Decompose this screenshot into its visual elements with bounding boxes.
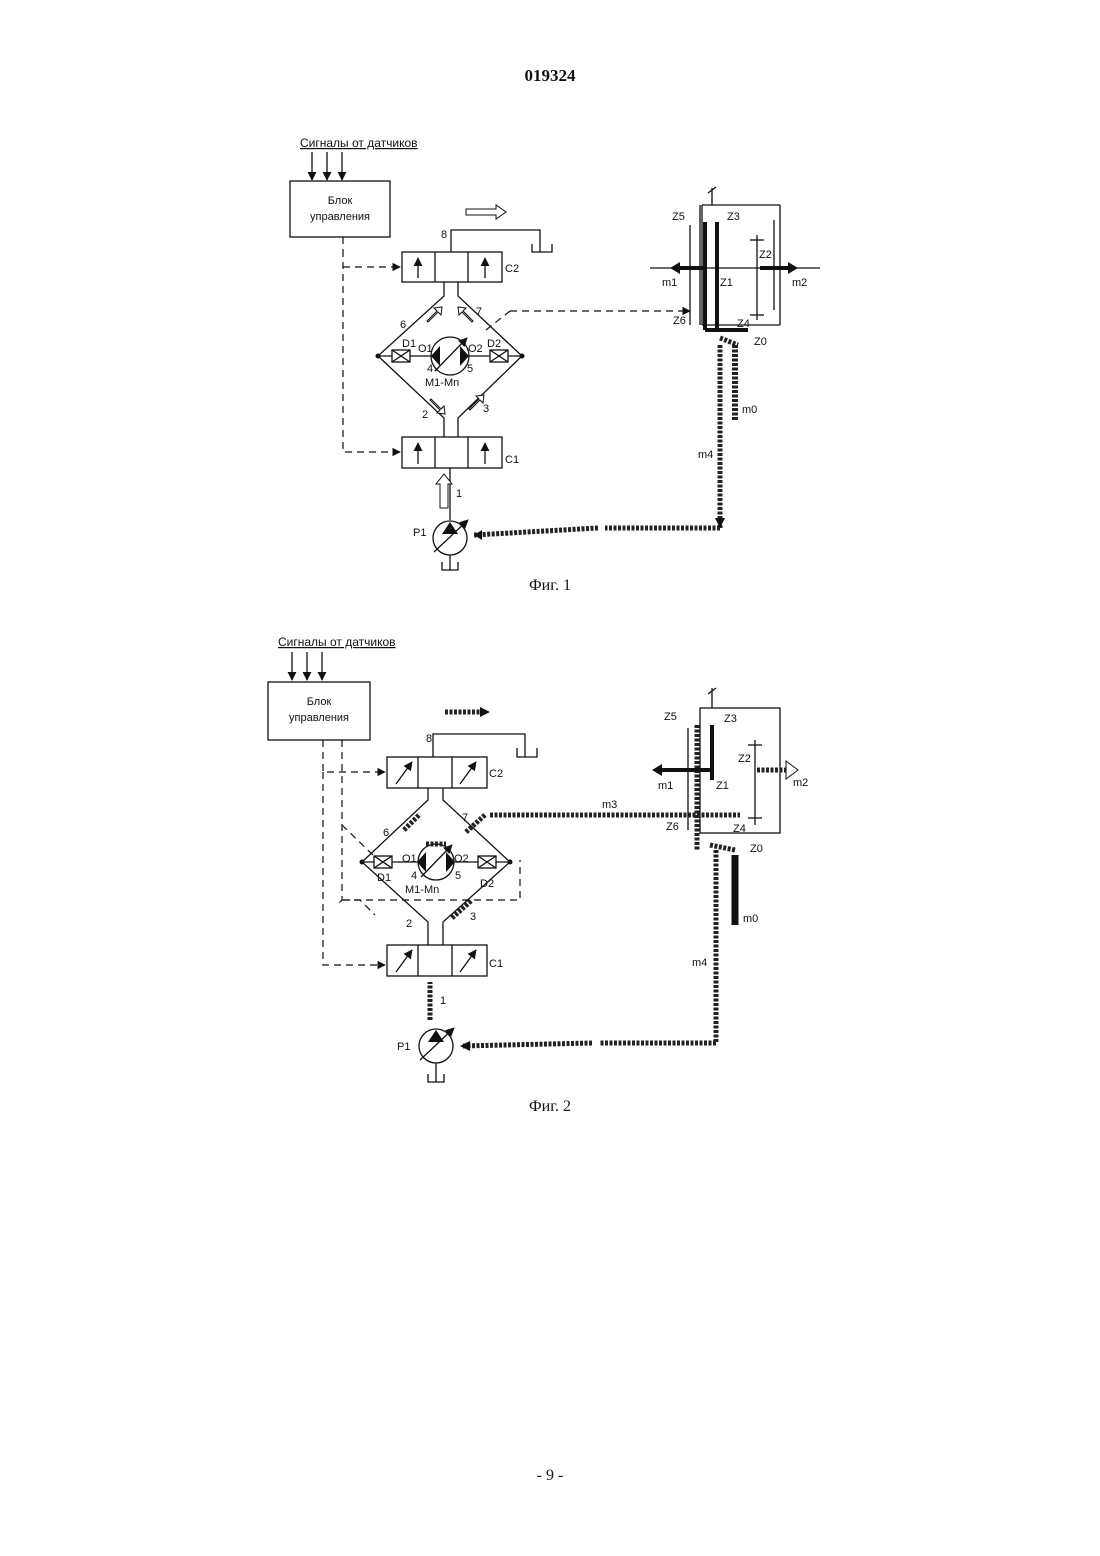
m4-label: m4 [698,449,713,461]
valve-c1-2 [387,945,487,976]
figure-1-diagram: Сигналы от датчиков Блок управления C2 8… [0,0,1100,600]
figure-1-caption: Фиг. 1 [0,577,1100,595]
valve-c1 [402,437,502,468]
d2-label: D2 [487,338,501,350]
line-2-label-2: 2 [406,918,412,930]
m0-label: m0 [742,404,757,416]
line-6-label: 6 [400,319,406,331]
m2-label: m2 [792,277,807,289]
line-1-label-2: 1 [440,995,446,1007]
o2-label: O2 [468,343,483,355]
z2-label-2: Z2 [738,753,751,765]
valve-c2-label: C2 [505,263,519,275]
o1-label-2: O1 [402,853,417,865]
z4-label: Z4 [737,318,750,330]
d1-label-2: D1 [377,872,391,884]
m1-label: m1 [662,277,677,289]
valve-c2-label-2: C2 [489,768,503,780]
line-6-label-2: 6 [383,827,389,839]
z4-label-2: Z4 [733,823,746,835]
z6-label: Z6 [673,315,686,327]
valve-c1-label-2: C1 [489,958,503,970]
page-number: - 9 - [0,1467,1100,1485]
valve-c2-2 [387,757,487,788]
m2-label-2: m2 [793,777,808,789]
pump-p1-label: P1 [413,527,426,539]
line-7-label-2: 7 [462,812,468,824]
figure-2-caption: Фиг. 2 [0,1098,1100,1116]
port-8-label: 8 [441,229,447,241]
figure-2-diagram: Сигналы от датчиков Блок управления C2 8… [0,600,1100,1120]
z5-label-2: Z5 [664,711,677,723]
line-7-label: 7 [476,306,482,318]
m1-label-2: m1 [658,780,673,792]
m4-label-2: m4 [692,957,707,969]
z0-label: Z0 [754,336,767,348]
pump-p1-label-2: P1 [397,1041,410,1053]
valve-c2 [402,252,502,282]
d2-label-2: D2 [480,878,494,890]
motor-label-2: M1-Mn [405,884,439,896]
m3-label: m3 [602,799,617,811]
z2-label: Z2 [759,249,772,261]
motor-label: M1-Mn [425,377,459,389]
port-8-label-2: 8 [426,733,432,745]
control-unit-label-line2-2: управления [289,712,349,724]
o2-label-2: O2 [454,853,469,865]
z1-label-2: Z1 [716,780,729,792]
m0-label-2: m0 [743,913,758,925]
control-unit-label-line2: управления [310,211,370,223]
line-4-label: 4 [427,363,433,375]
z1-label: Z1 [720,277,733,289]
line-5-label: 5 [467,363,473,375]
control-unit-label-line1: Блок [328,195,353,207]
z0-label-2: Z0 [750,843,763,855]
line-2-label: 2 [422,409,428,421]
z5-label: Z5 [672,211,685,223]
sensor-signals-title-2: Сигналы от датчиков [278,635,396,649]
line-3-label-2: 3 [470,911,476,923]
control-unit-box [290,181,390,237]
valve-c1-label: C1 [505,454,519,466]
control-unit-label-line1-2: Блок [307,696,332,708]
line-4-label-2: 4 [411,870,417,882]
z3-label-2: Z3 [724,713,737,725]
line-1-label: 1 [456,488,462,500]
z3-label: Z3 [727,211,740,223]
d1-label: D1 [402,338,416,350]
sensor-signals-title: Сигналы от датчиков [300,136,418,150]
control-unit-box-2 [268,682,370,740]
line-3-label: 3 [483,403,489,415]
o1-label: O1 [418,343,433,355]
line-5-label-2: 5 [455,870,461,882]
z6-label-2: Z6 [666,821,679,833]
